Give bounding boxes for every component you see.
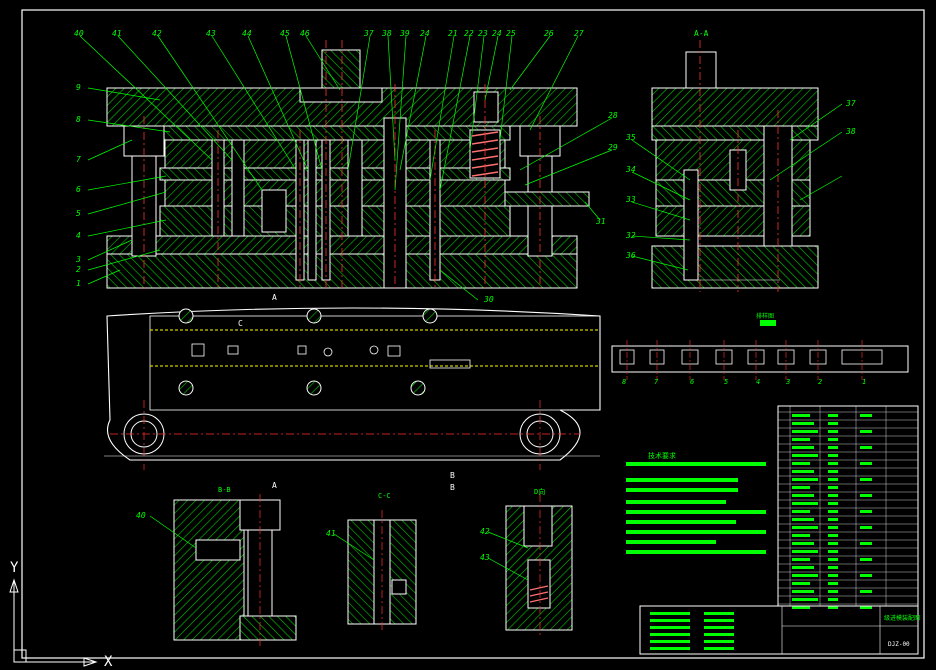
detail-d	[505, 494, 573, 636]
balloon-balloons_strip-1: 7	[654, 378, 659, 386]
balloon-balloons_right_main-0: 28	[608, 111, 618, 120]
balloon-balloons_strip-7: 1	[862, 378, 866, 386]
balloon-balloons_top-16: 26	[544, 29, 554, 38]
balloon-balloons_left-6: 3	[75, 255, 81, 264]
balloon-balloons_details-0: 40	[136, 511, 146, 520]
balloon-balloons_right_main-3: 31	[595, 217, 606, 226]
balloon-balloons_top-7: 37	[363, 29, 374, 38]
label-strip-layout: 排样图	[756, 312, 774, 320]
balloon-balloons_top-17: 27	[574, 29, 584, 38]
balloon-balloons_aa-2: 33	[625, 195, 636, 204]
balloon-balloons_aa-0: 35	[625, 133, 636, 142]
balloon-balloons_top-9: 39	[399, 29, 410, 38]
balloon-balloons_top-14: 24	[492, 29, 502, 38]
balloon-balloons_left-1: 8	[76, 115, 81, 124]
balloon-balloons_top-1: 41	[112, 29, 122, 38]
leader-lines-aa	[631, 103, 843, 271]
balloon-balloons_strip-0: 8	[622, 378, 626, 386]
balloon-balloons_aa-4: 36	[625, 251, 636, 260]
balloon-balloons_top-11: 21	[448, 29, 458, 38]
view-arrow-b-bottom: B	[450, 483, 455, 492]
view-arrow-c: C	[238, 319, 243, 328]
balloon-balloons_top-6: 46	[300, 29, 310, 38]
balloon-balloons_left-8: 1	[76, 279, 81, 288]
balloon-balloons_top-5: 45	[280, 29, 290, 38]
section-aa-view	[651, 40, 819, 292]
strip-layout	[611, 320, 909, 380]
view-arrow-a-top: A	[272, 293, 277, 302]
balloon-balloons_top-13: 23	[478, 29, 488, 38]
label-title-name: 级进模装配图	[884, 614, 920, 622]
balloon-balloons_right_main-1: 29	[608, 143, 618, 152]
detail-cc	[347, 510, 417, 632]
balloon-balloons_strip-5: 3	[785, 378, 790, 386]
label-section-bb: B-B	[218, 486, 231, 494]
label-section-cc: C-C	[378, 492, 391, 500]
axis-y-label: Y	[10, 560, 19, 576]
balloon-balloons_strip-4: 4	[756, 378, 760, 386]
balloon-balloons_strip-2: 6	[690, 378, 694, 386]
view-arrow-a-bottom: A	[272, 481, 277, 490]
bom-table	[777, 405, 919, 609]
axis-x-label: X	[104, 654, 113, 670]
balloon-balloons_top-0: 40	[74, 29, 84, 38]
ucs-axis-icon	[9, 578, 98, 667]
balloon-balloons_top-15: 25	[506, 29, 516, 38]
balloon-balloons_strip-6: 2	[818, 378, 822, 386]
balloon-balloons_top-12: 22	[464, 29, 474, 38]
sheet-border	[21, 9, 925, 659]
balloon-balloons_left-7: 2	[76, 265, 81, 274]
balloon-balloons_top-3: 43	[206, 29, 216, 38]
balloon-balloons_details-2: 42	[480, 527, 490, 536]
balloon-balloons_left-5: 4	[76, 231, 81, 240]
balloon-balloons_left-2: 7	[76, 155, 81, 164]
balloon-balloons_details-1: 41	[326, 529, 336, 538]
balloon-balloons_top-2: 42	[152, 29, 162, 38]
balloon-balloons_aa-6: 38	[845, 127, 856, 136]
balloon-balloons_left-0: 9	[76, 83, 81, 92]
balloon-balloons_top-8: 38	[381, 29, 392, 38]
label-title-code: DJZ-00	[888, 641, 910, 648]
balloon-balloons_aa-3: 32	[625, 231, 636, 240]
leader-lines-details	[149, 515, 529, 581]
title-block	[639, 605, 919, 655]
balloon-balloons_aa-5: 37	[845, 99, 856, 108]
balloon-balloons_details-3: 43	[480, 553, 490, 562]
main-section-view	[106, 40, 590, 292]
view-arrow-b-top: B	[450, 471, 455, 480]
balloon-balloons_right_main-2: 30	[483, 295, 494, 304]
detail-bb	[173, 494, 297, 646]
balloon-balloons_top-10: 24	[420, 29, 430, 38]
technical-requirements	[626, 462, 766, 554]
balloon-balloons_left-3: 6	[76, 185, 81, 194]
label-section-aa: A-A	[694, 29, 709, 38]
balloon-balloons_left-4: 5	[76, 209, 81, 218]
label-tech-requirements: 技术要求	[648, 451, 676, 460]
plan-view	[104, 307, 601, 470]
balloon-balloons_strip-3: 5	[724, 378, 728, 386]
balloon-balloons_aa-1: 34	[625, 165, 636, 174]
leader-lines-main	[79, 35, 613, 301]
label-view-d: D向	[534, 487, 545, 496]
balloon-balloons_top-4: 44	[242, 29, 252, 38]
